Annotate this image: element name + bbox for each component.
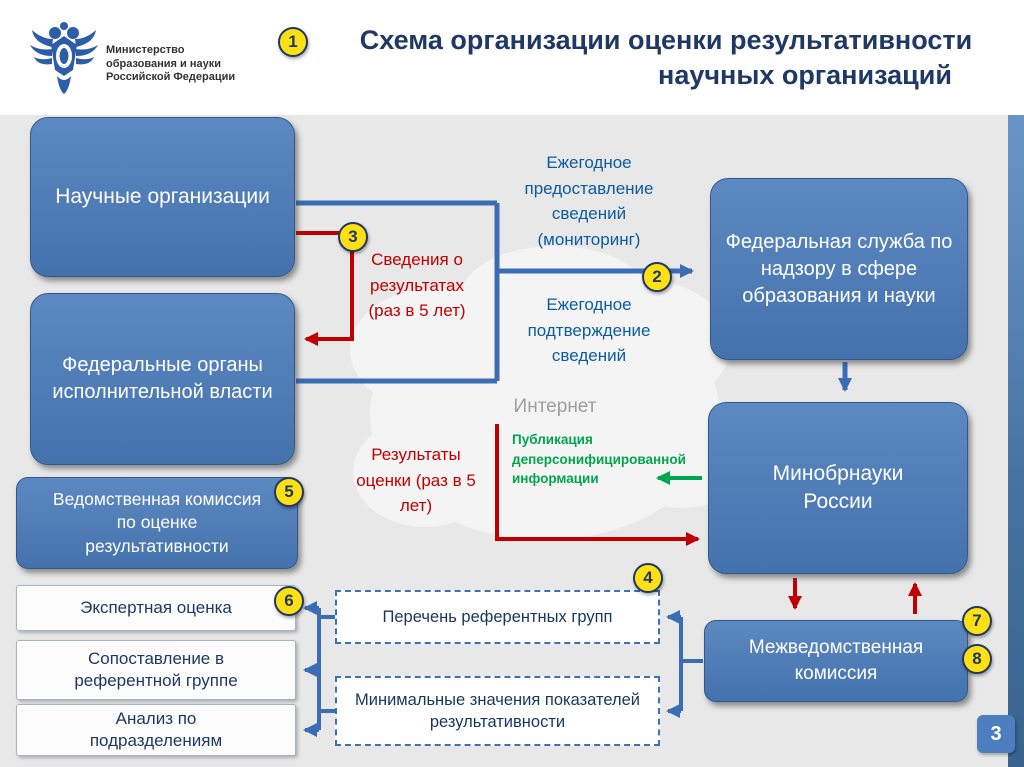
label-annual-confirmation: Ежегодное подтверждение сведений: [527, 295, 651, 365]
step-badge-1: 1: [278, 27, 308, 57]
node-minobrnauki: Минобрнауки России: [708, 402, 968, 574]
label-results-data: Сведения о результатах (раз в 5 лет): [368, 250, 466, 320]
node-expert-evaluation: Экспертная оценка: [16, 585, 296, 631]
step-badge-4: 4: [633, 563, 663, 593]
step-badge-6: 6: [274, 586, 304, 616]
blue-bracket-connectors: [303, 601, 703, 737]
ministry-emblem-icon: [28, 16, 100, 100]
step-badge-5: 5: [274, 477, 304, 507]
node-federal-executive-bodies: Федеральные органы исполнительной власти: [30, 293, 295, 465]
node-interdepartmental-commission: Межведомственная комиссия: [704, 620, 968, 702]
step-badge-8: 8: [962, 644, 992, 674]
node-departmental-commission: Ведомственная комиссия по оценке результ…: [16, 477, 298, 569]
label-annual-monitoring: Ежегодное предоставление сведений (монит…: [524, 153, 654, 249]
node-unit-analysis: Анализ по подразделениям: [16, 704, 296, 756]
node-scientific-organizations: Научные организации: [30, 117, 295, 277]
ministry-caption: Министерство образования и науки Российс…: [106, 44, 236, 83]
node-minimum-indicator-values: Минимальные значения показателей результ…: [335, 676, 660, 746]
node-reference-groups-list: Перечень референтных групп: [335, 590, 660, 644]
step-badge-3: 3: [338, 222, 368, 252]
node-federal-supervision-service: Федеральная служба по надзору в сфере об…: [710, 178, 968, 360]
accent-stripe: [1008, 115, 1024, 767]
node-reference-group-comparison: Сопоставление в референтной группе: [16, 640, 296, 700]
page-number: 3: [977, 715, 1015, 753]
label-evaluation-results: Результаты оценки (раз в 5 лет): [356, 445, 476, 515]
label-internet: Интернет: [513, 396, 597, 417]
step-badge-2: 2: [642, 262, 672, 292]
slide-title-line2: научных организаций: [658, 60, 952, 90]
slide-title-line1: Схема организации оценки результативност…: [359, 25, 973, 55]
label-publication: Публикация деперсонифицированной информа…: [512, 432, 686, 487]
red-connectors: [296, 231, 922, 614]
step-badge-7: 7: [962, 606, 992, 636]
